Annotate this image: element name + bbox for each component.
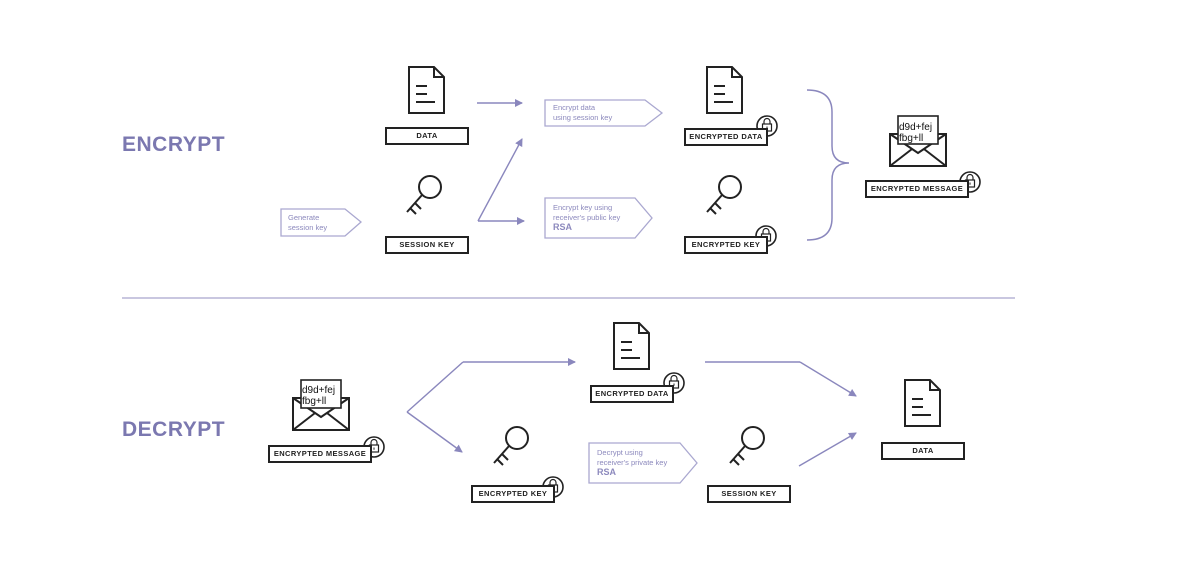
decrypt-encrypted-message-label: ENCRYPTED MESSAGE [268,445,372,463]
encrypt-key-step-shape [544,197,653,239]
decrypt-data-document-icon [904,379,941,427]
encrypt-encrypted-data-document-icon [706,66,743,114]
encrypt-data-step-line2: using session key [553,112,613,122]
encrypt-key-step: Encrypt key using receiver's public key … [553,203,620,233]
encrypt-session-key-label: SESSION KEY [385,236,469,254]
encrypt-section-title: ENCRYPT [122,133,226,156]
encrypt-key-step-line1: Encrypt key using [553,203,613,212]
encrypt-data-step: Encrypt data using session key [553,103,612,122]
arrow-message-up-segment [406,361,464,413]
decrypt-key-step-shape [588,442,698,484]
generate-step-line2: session key [288,222,328,232]
encrypt-encrypted-key-icon [706,175,742,215]
decrypt-key-step-line2: receiver's private key [597,457,668,467]
decrypt-envelope-code-line2: fbg+ll [302,395,327,407]
generate-session-key-step: Generate session key [288,213,327,232]
encrypt-data-step-line1: Encrypt data [553,103,596,112]
decrypt-envelope-code-line1: d9d+fej [302,385,336,396]
encrypt-data-label: DATA [385,127,469,145]
encrypt-envelope-code-line1: d9d+fej [899,122,933,133]
decrypt-session-key-label: SESSION KEY [707,485,791,503]
decrypt-envelope-code: d9d+fej fbg+ll [302,385,336,407]
encrypt-data-step-shape [544,99,664,127]
decrypt-session-key-icon [729,426,765,466]
decrypt-data-label: DATA [881,442,965,460]
arrow-encrypted-data-to-data [799,361,857,397]
generate-session-key-step-shape [280,208,363,237]
arrow-message-to-encrypted-key [406,411,463,453]
encrypt-encrypted-data-label: ENCRYPTED DATA [684,128,768,146]
decrypt-encrypted-key-label: ENCRYPTED KEY [471,485,555,503]
encrypt-envelope-code-line2: fbg+ll [899,132,924,144]
generate-step-line1: Generate [288,213,320,222]
encrypt-encrypted-message-label: ENCRYPTED MESSAGE [865,180,969,198]
encrypt-encrypted-key-label: ENCRYPTED KEY [684,236,768,254]
decrypt-section-title: DECRYPT [122,418,226,441]
arrow-session-key-up [477,138,523,222]
decrypt-encrypted-data-document-icon [613,322,650,370]
decrypt-encrypted-key-icon [493,426,529,466]
combine-brace [806,89,850,241]
encrypt-key-step-algorithm: RSA [553,222,573,232]
decrypt-key-step-algorithm: RSA [597,467,617,477]
encrypt-key-step-line2: receiver's public key [553,212,621,222]
decrypt-encrypted-data-label: ENCRYPTED DATA [590,385,674,403]
decrypt-key-step: Decrypt using receiver's private key RSA [597,448,667,478]
decrypt-key-step-line1: Decrypt using [597,448,643,457]
encrypt-envelope-code: d9d+fej fbg+ll [899,122,933,144]
encrypt-data-document-icon [408,66,445,114]
encrypt-session-key-icon [406,175,442,215]
arrow-session-key-to-data [798,432,857,467]
